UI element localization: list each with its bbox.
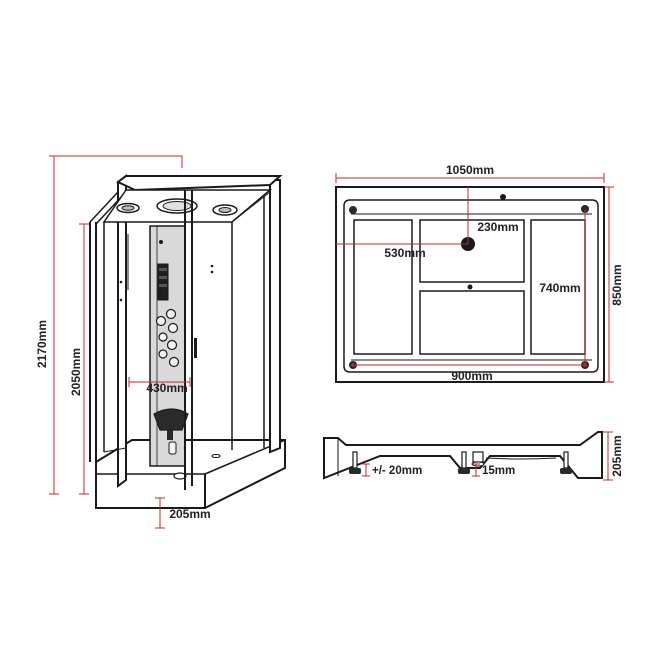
dim-label-base-height: 205mm (169, 507, 210, 521)
dim-label-cabin-height: 2050mm (69, 348, 83, 396)
dim-label-drain-x: 530mm (384, 246, 425, 260)
dim-feet-adjust: +/- 20mm (362, 463, 422, 477)
tray-leg-right-icon (560, 451, 572, 474)
dim-label-side-height: 205mm (610, 435, 624, 476)
dim-label-tray-depth: 850mm (610, 264, 624, 305)
dim-label-drain-y: 230mm (477, 220, 518, 234)
dim-label-drain-height: 15mm (482, 465, 515, 477)
hand-shower-icon (168, 441, 177, 455)
tray-foot-tr-icon (581, 205, 589, 213)
cabin-front-view (89, 174, 286, 509)
tray-leg-middle-icon (458, 451, 470, 474)
dim-base-height: 205mm (155, 497, 211, 529)
dim-label-panel-width: 430mm (146, 381, 187, 395)
dim-label-inner-depth: 740mm (539, 281, 580, 295)
control-display-icon (157, 263, 169, 301)
dim-tray-width: 1050mm (335, 163, 605, 183)
dim-drain-height: 15mm (472, 463, 515, 477)
dim-drain-offset: 530mm 230mm (336, 187, 519, 260)
dim-side-height: 205mm (603, 431, 624, 481)
control-column (149, 225, 189, 467)
dim-label-inner-width: 900mm (451, 369, 492, 383)
tray-leg-left-icon (349, 451, 361, 474)
dim-inner-depth: 740mm (539, 210, 586, 365)
door-handle-icon (194, 338, 197, 358)
dim-label-feet-adjust: +/- 20mm (372, 465, 422, 477)
body-jet-icon (165, 308, 177, 320)
tray-side-view (323, 431, 603, 480)
tray-foot-tl-icon (349, 206, 357, 214)
tray-top-view (335, 186, 605, 383)
dim-cabin-height: 2050mm (69, 223, 89, 495)
dim-label-total-height: 2170mm (35, 320, 49, 368)
dim-tray-depth: 850mm (604, 186, 624, 383)
dim-total-height: 2170mm (35, 155, 183, 495)
fold-seat-icon (153, 408, 189, 431)
dim-inner-width: 900mm (353, 364, 585, 383)
dim-label-tray-width: 1050mm (446, 163, 494, 177)
dim-panel-width: 430mm (128, 377, 191, 395)
